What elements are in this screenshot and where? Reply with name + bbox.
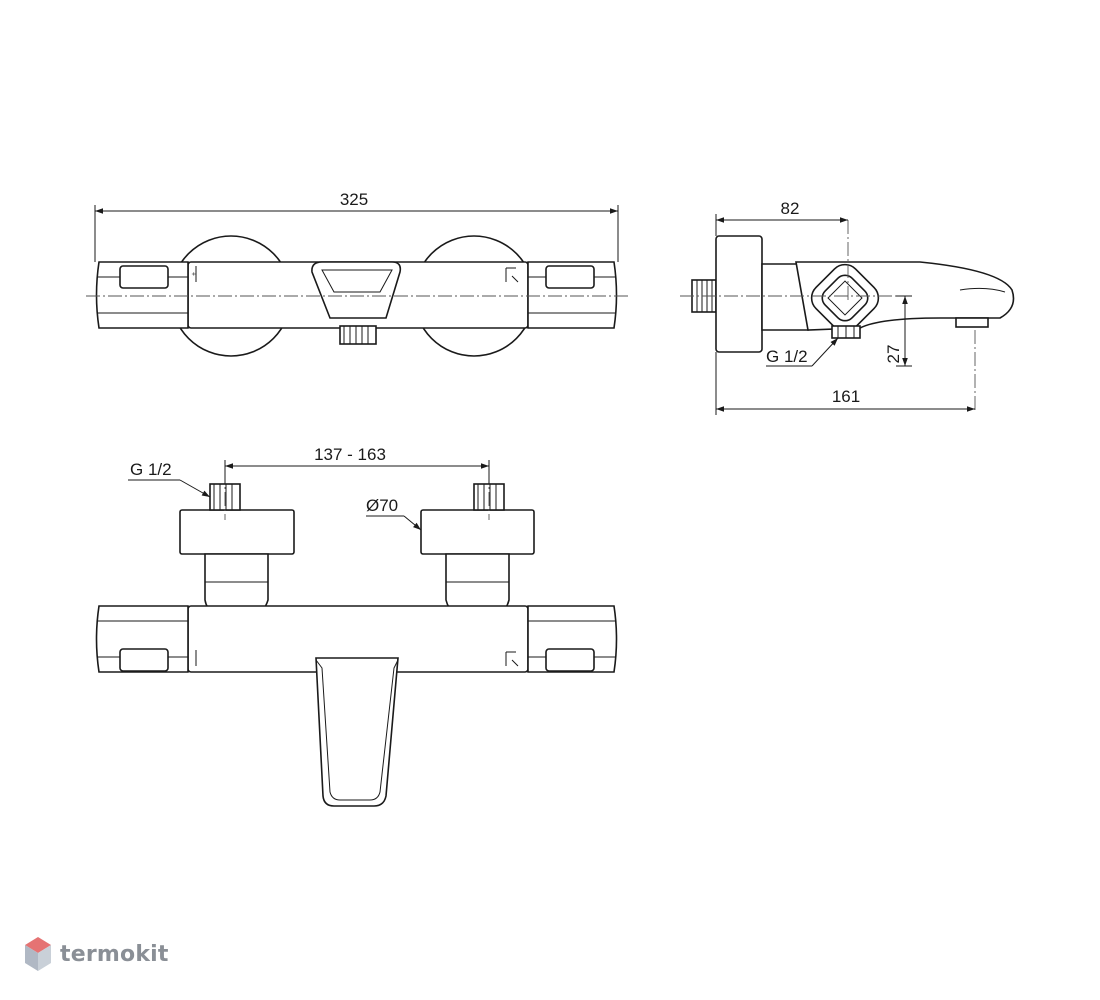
svg-text:+: +: [191, 272, 198, 276]
side-view: 82 161 27 G 1/2: [680, 199, 1015, 415]
hexagon-logo-icon: [25, 937, 51, 971]
projection-label: 161: [832, 387, 860, 406]
overall-width-label: 325: [340, 190, 368, 209]
front-thread-label: G 1/2: [130, 460, 172, 479]
brand-logo: termokit: [24, 936, 169, 972]
front-view: 137 - 163 G 1/2 Ø70: [95, 445, 618, 807]
top-view: + 325: [86, 190, 628, 357]
brand-name: termokit: [60, 941, 169, 967]
depth-label: 82: [781, 199, 800, 218]
center-distance-label: 137 - 163: [314, 445, 386, 464]
side-thread-label: G 1/2: [766, 347, 808, 366]
flange-diameter-label: Ø70: [366, 496, 398, 515]
spout-height-label: 27: [884, 345, 903, 364]
